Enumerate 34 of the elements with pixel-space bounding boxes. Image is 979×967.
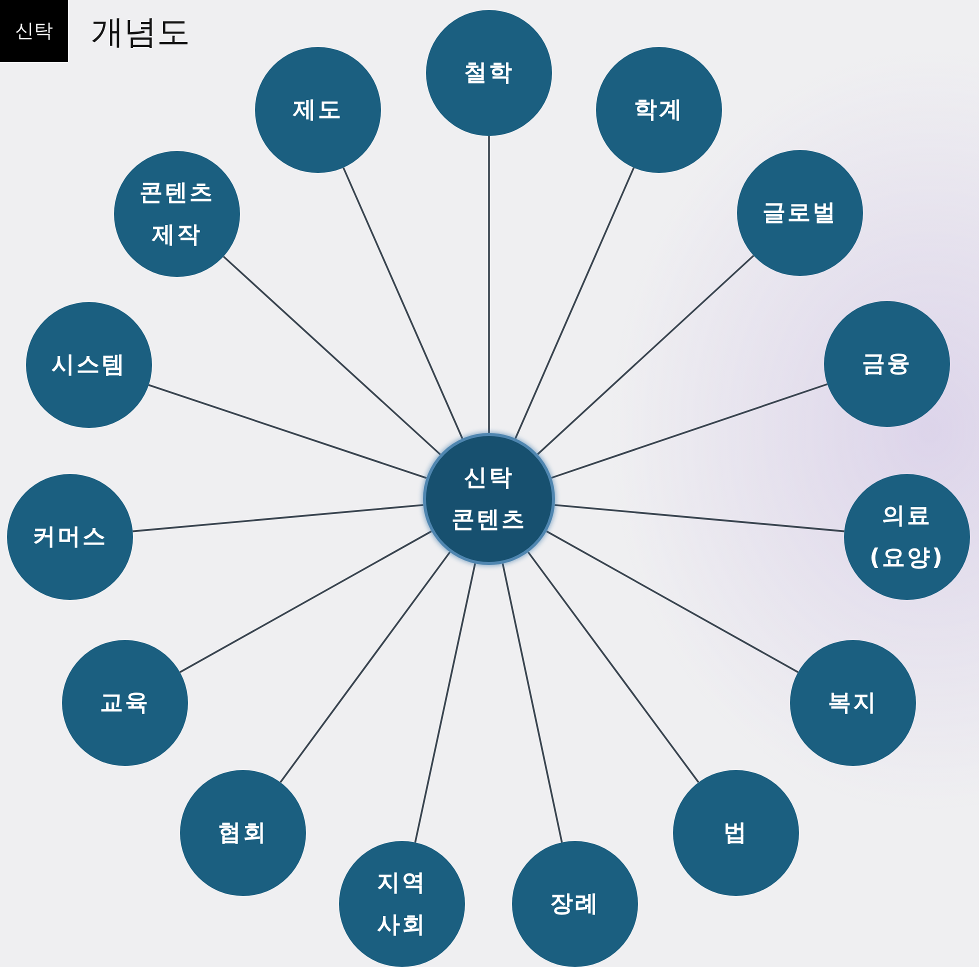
connector-line — [488, 136, 490, 433]
connector-line — [222, 256, 441, 456]
connector-line — [527, 552, 700, 783]
diagram-title: 개념도 — [91, 12, 190, 52]
topic-label: 장례 — [550, 890, 600, 919]
connector-line — [502, 563, 563, 843]
connector-line — [537, 254, 754, 455]
topic-label: 법 — [724, 819, 748, 848]
topic-label: 복지 — [828, 689, 878, 718]
connector-line — [342, 167, 464, 439]
connector-line — [551, 383, 828, 479]
connector-line — [280, 552, 451, 783]
topic-label: 커머스 — [32, 523, 108, 552]
topic-label: 의료 (요양) — [868, 502, 946, 573]
connector-line — [180, 530, 432, 673]
topic-label: 시스템 — [52, 351, 126, 380]
topic-label: 교육 — [100, 689, 150, 718]
category-tag: 신탁 — [0, 0, 68, 62]
topic-label: 학계 — [634, 96, 684, 125]
connector-line — [546, 530, 798, 673]
topic-label: 금융 — [862, 350, 912, 379]
topic-label: 지역 사회 — [376, 869, 428, 940]
hub-circle — [423, 433, 555, 565]
topic-label: 철학 — [464, 59, 514, 88]
hub-label: 신탁 콘텐츠 — [450, 464, 528, 535]
topic-label: 협회 — [218, 819, 268, 848]
connector-line — [554, 504, 844, 532]
connector-line — [132, 504, 424, 532]
topic-label: 콘텐츠 제작 — [138, 179, 216, 250]
topic-label: 글로벌 — [762, 199, 838, 228]
connector-line — [514, 167, 635, 439]
connector-line — [148, 384, 427, 479]
topic-label: 제도 — [293, 96, 343, 125]
connector-line — [414, 563, 476, 843]
